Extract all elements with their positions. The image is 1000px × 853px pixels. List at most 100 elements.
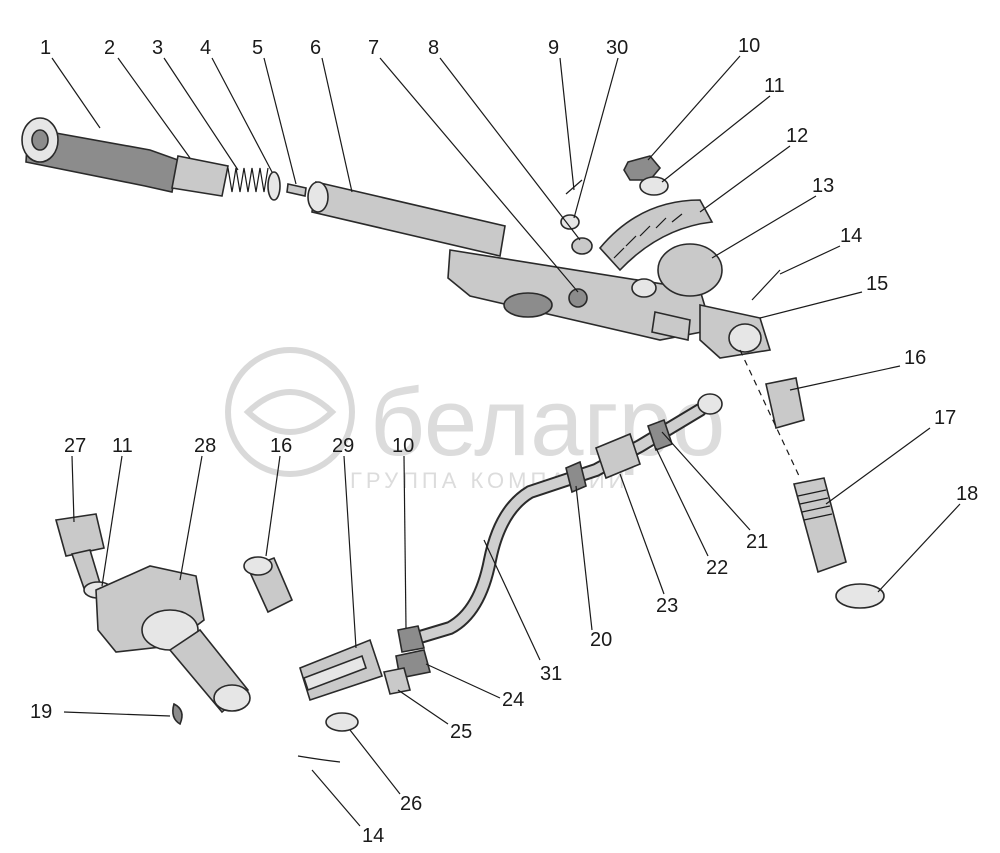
fork-washer-25: [383, 667, 411, 695]
leader-1: [51, 57, 101, 129]
leader-29: [343, 455, 357, 649]
leader-10b: [403, 455, 407, 629]
upper-lever-assembly: [21, 117, 885, 609]
callout-10-top: 10: [738, 35, 760, 57]
cotter-pin-14-bottom: [297, 755, 341, 763]
lever-bracket-boss: [503, 292, 553, 318]
lock-washer-11-top: [639, 176, 669, 196]
leader-5: [263, 57, 297, 185]
handle-grip-end-hole: [31, 129, 49, 151]
link-rod-assembly: [297, 393, 723, 763]
leader-26: [349, 729, 401, 795]
thread-lines: [797, 489, 833, 521]
leader-16b: [265, 455, 281, 557]
bracket-nut-7: [568, 288, 588, 308]
link-pin-8: [571, 237, 593, 255]
callout-4: 4: [200, 37, 211, 59]
callout-14-top: 14: [840, 225, 862, 247]
leader-14a: [779, 245, 841, 275]
callout-11-top: 11: [764, 75, 785, 97]
small-pin: [286, 183, 307, 197]
leader-lines: [51, 55, 961, 827]
leader-10a: [647, 55, 741, 161]
watermark: белагро ГРУППА КОМПАНИЙ: [225, 347, 725, 493]
leader-11a: [661, 95, 771, 183]
leader-24: [425, 663, 501, 699]
link-rod-31: [405, 405, 705, 645]
leader-8: [439, 57, 581, 241]
leader-22: [655, 447, 709, 557]
lever-tube: [311, 181, 506, 257]
sector-teeth: [613, 213, 683, 259]
lever-tube-end: [307, 181, 329, 213]
assembly-axis: [739, 349, 801, 479]
callout-27: 27: [64, 435, 86, 457]
callout-15: 15: [866, 273, 888, 295]
cotter-pin-14-top: [751, 269, 781, 301]
callout-26: 26: [400, 793, 422, 815]
callout-28: 28: [194, 435, 216, 457]
leader-7: [379, 57, 579, 293]
leader-18: [877, 503, 961, 593]
clamp-bolt-27: [54, 513, 105, 557]
callout-24: 24: [502, 689, 524, 711]
clamp-assembly: [54, 513, 294, 726]
snap-ring-18: [835, 583, 885, 609]
leader-30: [573, 57, 619, 219]
leader-19: [63, 711, 171, 717]
leader-16a: [789, 365, 901, 391]
callout-6: 6: [310, 37, 321, 59]
leader-15: [759, 291, 863, 319]
callout-18: 18: [956, 483, 978, 505]
leader-14b: [311, 769, 361, 827]
callout-21: 21: [746, 531, 768, 553]
leader-3: [163, 57, 239, 171]
threaded-pin-17: [793, 477, 847, 574]
leader-27: [71, 455, 75, 523]
leader-6: [321, 57, 353, 193]
callout-29: 29: [332, 435, 354, 457]
turnbuckle-23: [595, 432, 641, 480]
callout-5: 5: [252, 37, 263, 59]
callout-10-bottom: 10: [392, 435, 414, 457]
callout-3: 3: [152, 37, 163, 59]
callout-1: 1: [40, 37, 51, 59]
leader-25: [397, 689, 449, 725]
leader-12: [699, 145, 791, 213]
callout-17: 17: [934, 407, 956, 429]
callout-7: 7: [368, 37, 379, 59]
leader-23: [619, 473, 665, 595]
leader-9: [559, 57, 575, 191]
fork-slot: [302, 654, 368, 692]
spring: [227, 167, 269, 193]
callout-14-bottom: 14: [362, 825, 384, 847]
rod-eye-end: [697, 393, 723, 415]
callout-19: 19: [30, 701, 52, 723]
callout-16-bottom: 16: [270, 435, 292, 457]
leader-28: [179, 455, 203, 581]
sleeve-16-top: [765, 377, 805, 430]
fork-nut-10: [397, 625, 426, 653]
callout-16-top: 16: [904, 347, 926, 369]
sleeve-16-bottom-end: [243, 556, 273, 576]
handle-grip: [25, 127, 179, 193]
leader-21: [661, 431, 751, 531]
leader-17: [825, 427, 931, 505]
leader-31: [483, 539, 541, 661]
callout-22: 22: [706, 557, 728, 579]
callout-2: 2: [104, 37, 115, 59]
callout-25: 25: [450, 721, 472, 743]
bracket-bolt: [651, 311, 691, 341]
key-19: [172, 702, 183, 726]
toothed-sector: [598, 199, 714, 272]
spring-washer: [267, 171, 281, 201]
washer-26: [325, 712, 359, 732]
callout-23: 23: [656, 595, 678, 617]
callout-9: 9: [548, 37, 559, 59]
callout-12: 12: [786, 125, 808, 147]
callout-11-bottom: 11: [112, 435, 133, 457]
washer-30: [560, 214, 580, 230]
handle-collar: [171, 155, 229, 197]
leader-11b: [101, 455, 123, 587]
